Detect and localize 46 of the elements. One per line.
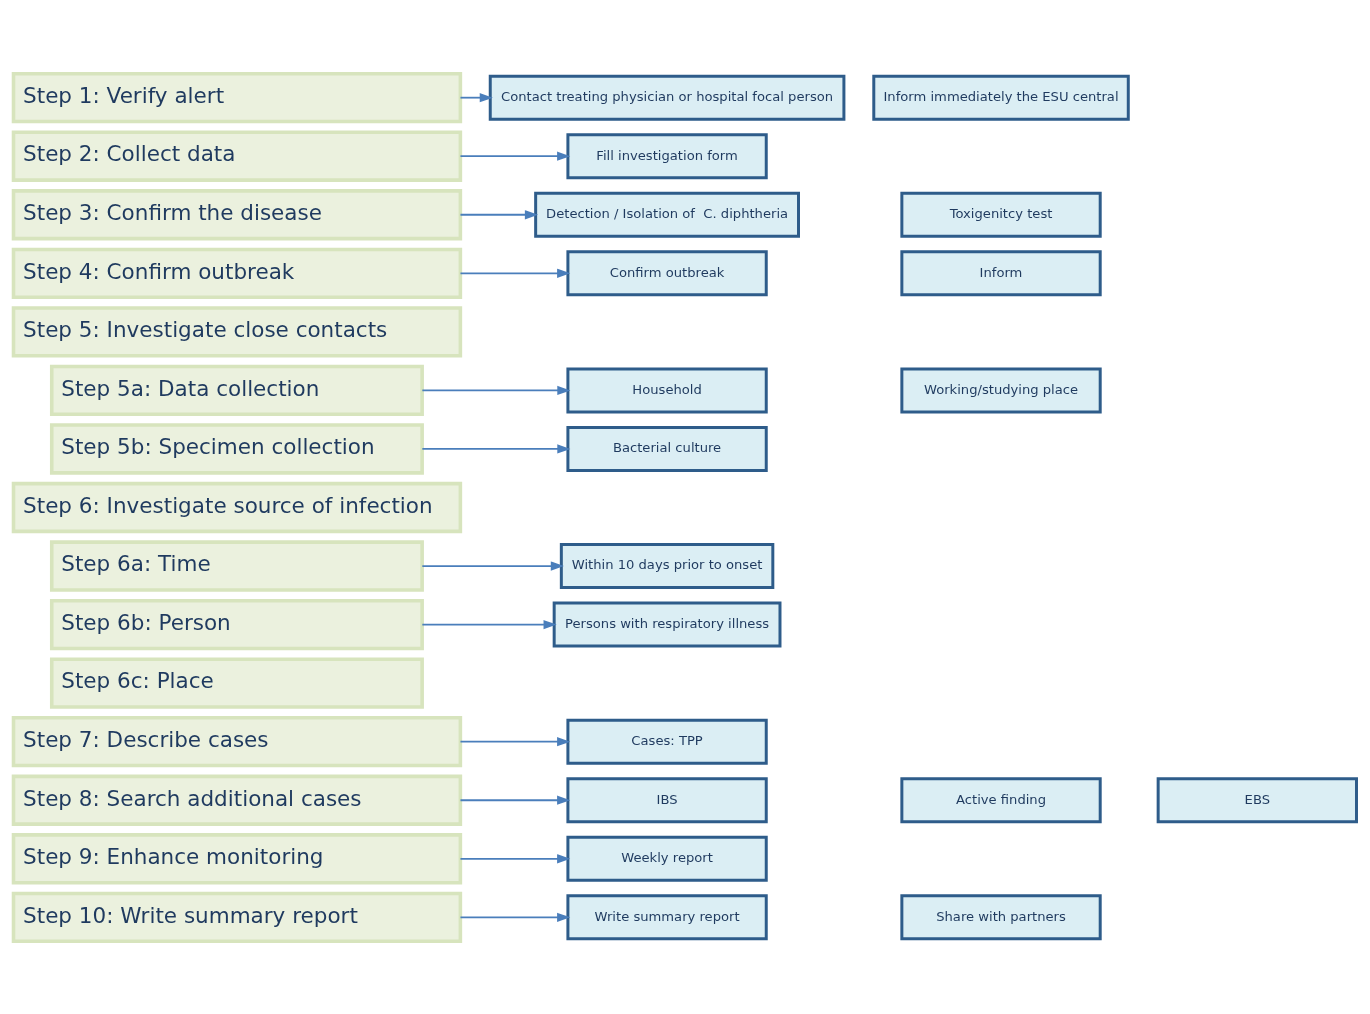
node-box: Step 6: Investigate source of infection [11,481,463,533]
node-box: Step 8: Search additional cases [11,774,463,826]
arrow [459,92,493,102]
node-box: IBS [566,776,768,823]
node-box: Step 6b: Person [49,598,424,650]
node-box: Step 3: Confirm the disease [11,188,463,240]
node-box: Inform [900,249,1102,296]
node-box: Confirm outbreak [566,249,768,296]
node-box: Household [566,366,768,413]
arrow [421,385,571,395]
node-box: Detection / Isolation of C. diphtheria [534,191,800,238]
node-box: Step 1: Verify alert [11,71,463,123]
arrow [421,443,571,454]
node-box: Toxigenitcy test [900,191,1102,238]
node-box: Step 5a: Data collection [49,364,424,416]
node-box: Working/studying place [900,366,1102,413]
node-box: Bacterial culture [566,425,768,472]
node-box: Contact treating physician or hospital focal person [488,74,846,121]
node-box: Step 5: Investigate close contacts [11,305,463,358]
node-box: Step 6c: Place [49,656,424,709]
arrow [459,209,539,219]
arrow [459,736,571,746]
node-box: Step 9: Enhance monitoring [11,832,463,884]
arrow [459,151,571,161]
node-box: Step 7: Describe cases [11,715,463,767]
node-box: Weekly report [566,835,768,882]
node-box: Write summary report [566,893,768,940]
node-box: Share with partners [900,893,1102,940]
node-box: Inform immediately the ESU central [872,74,1130,121]
arrow [459,853,571,863]
arrow [459,795,571,805]
node-box: EBS [1156,776,1358,823]
node-box: Fill investigation form [566,132,768,179]
node-box: Step 5b: Specimen collection [49,422,424,475]
node-box: Step 6a: Time [49,539,424,592]
node-box: Persons with respiratory illness [552,601,782,648]
arrow [459,912,571,922]
node-box: Cases: TPP [566,718,768,765]
arrow [459,268,571,278]
node-box: Active finding [900,776,1102,823]
node-box: Step 2: Collect data [11,130,463,182]
arrow [421,560,564,571]
node-box: Step 4: Confirm outbreak [11,247,463,299]
arrow [421,619,557,629]
node-box: Within 10 days prior to onset [559,542,775,589]
node-box: Step 10: Write summary report [11,891,463,943]
